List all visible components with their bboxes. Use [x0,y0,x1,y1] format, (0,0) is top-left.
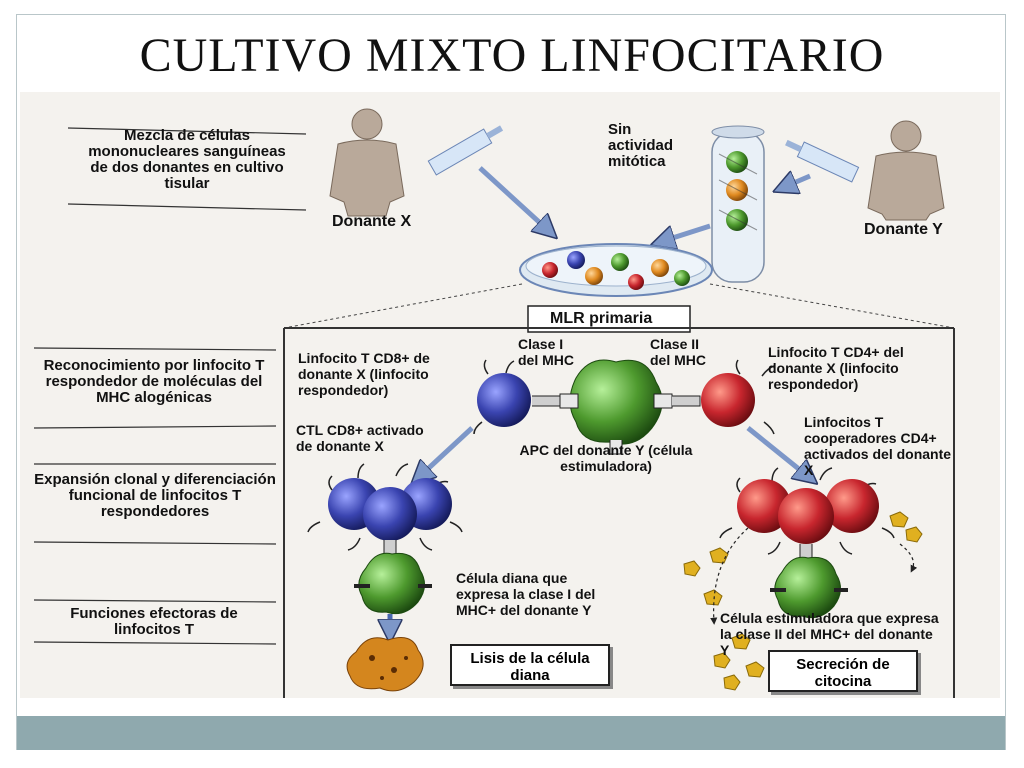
cytokine-particles [683,511,923,691]
ctl-cluster [307,463,463,692]
effector-label: Funciones efectoras de linfocitos T [70,605,238,638]
footer-band [17,716,1005,750]
donor-x-figure [329,108,405,217]
donor-y-figure [867,120,945,221]
cd4-label: Linfocito T CD4+ del donante X (linfocit… [768,344,904,392]
mix-label: Mezcla de células mononucleares sanguíne… [88,127,286,192]
th-label: Linfocitos T cooperadores CD4+ activados… [804,414,952,478]
cd4-responder-cell [701,373,755,427]
stimulator-label: Célula estimuladora que expresa la clase… [720,610,939,658]
lysed-target-cell [346,637,424,692]
arrows-to-dish [478,166,811,242]
th-cluster [683,467,923,691]
target-label: Célula diana que expresa la clase I del … [456,570,596,618]
lysis-box: Lisis de la célula diana [450,644,610,686]
petri-dish [519,243,713,297]
slide-title: CULTIVO MIXTO LINFOCITARIO [139,29,885,82]
target-cell [358,552,425,615]
syringe-y [785,139,860,183]
mlr-label: MLR primaria [550,310,653,327]
class1-label: Clase I del MHC [518,336,574,368]
stimulator-cell [774,556,841,619]
syringe-x [427,125,504,176]
cd8-responder-cell [477,373,531,427]
test-tube [711,125,765,283]
recognition-label: Reconocimiento por linfocito T responded… [43,357,265,406]
recognition-row [473,359,775,455]
donor-y-label: Donante Y [864,221,943,238]
diagram-svg [33,108,955,698]
cytokine-box: Secreción de citocina [768,650,918,692]
no-mitotic-label: Sin actividad mitótica [608,121,674,170]
class2-label: Clase II del MHC [650,336,706,368]
expansion-label: Expansión clonal y diferenciación funcio… [34,471,276,520]
detail-frame [283,327,955,698]
left-column-brackets [33,127,307,645]
apc-label: APC del donante Y (célula estimuladora) [519,442,693,474]
diagram-panel: Mezcla de células mononucleares sanguíne… [20,92,1000,698]
apc-cell [569,359,663,445]
cd8-label: Linfocito T CD8+ de donante X (linfocito… [298,350,430,398]
donor-x-label: Donante X [332,213,412,230]
ctl-label: CTL CD8+ activado de donante X [296,422,424,454]
magnification-lines [283,283,955,329]
differentiation-arrows [418,426,810,478]
